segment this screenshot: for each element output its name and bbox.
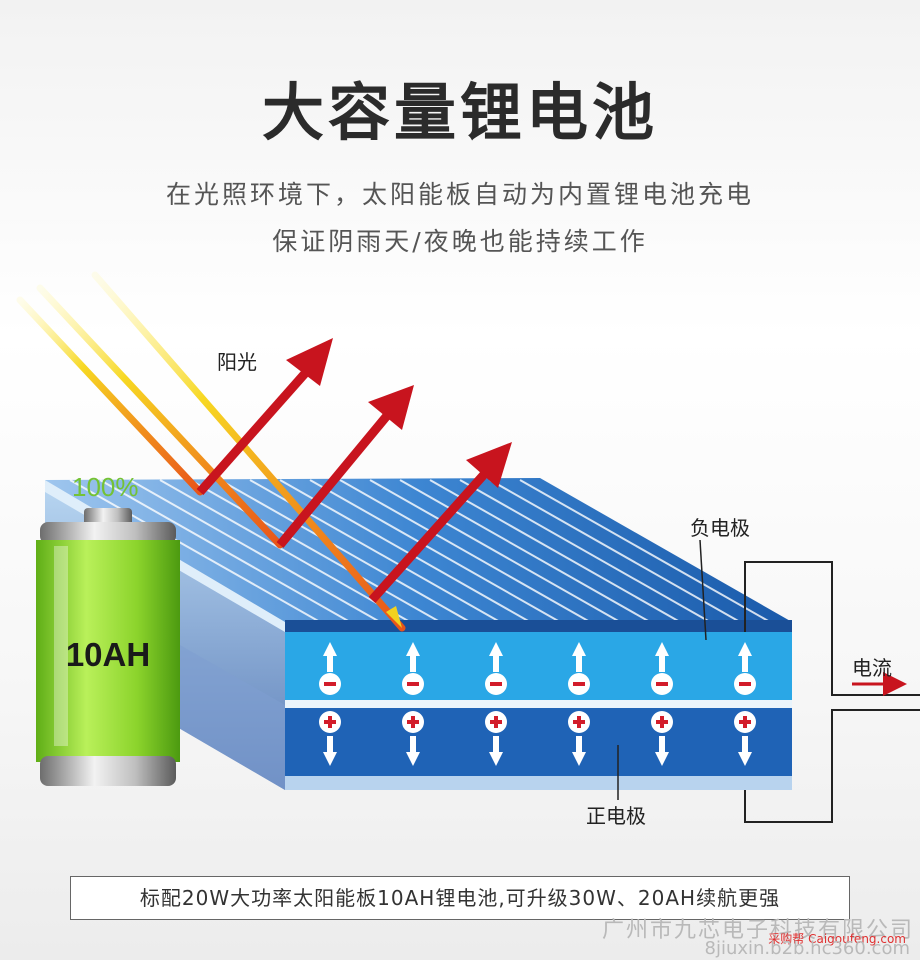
hole-down-arrow — [323, 736, 337, 766]
circuit-wires — [744, 561, 920, 823]
negative-layer — [285, 632, 792, 700]
battery-capacity: 10AH — [65, 636, 151, 673]
plus-sign — [490, 716, 502, 728]
hole-down-arrow — [655, 736, 669, 766]
footer-note: 标配20W大功率太阳能板10AH锂电池,可升级30W、20AH续航更强 — [70, 876, 850, 920]
current-label: 电流 — [852, 656, 892, 680]
watermark-site: 8jiuxin.b2b.hc360.com — [704, 938, 911, 959]
sunlight-label: 阳光 — [217, 350, 257, 374]
minus-sign — [324, 682, 336, 686]
hole-down-arrow — [489, 736, 503, 766]
electron-up-arrow — [738, 642, 752, 672]
subtitle-line-1: 在光照环境下，太阳能板自动为内置锂电池充电 — [165, 180, 754, 209]
minus-sign — [490, 682, 502, 686]
hole-down-arrow — [572, 736, 586, 766]
plus-sign — [739, 716, 751, 728]
positive-layer — [285, 708, 792, 776]
watermark-company: 广州市九芯电子科技有限公司 — [601, 918, 914, 943]
hole-down-arrow — [406, 736, 420, 766]
plus-sign — [656, 716, 668, 728]
plus-sign — [324, 716, 336, 728]
subtitle-line-2: 保证阴雨天/夜晚也能持续工作 — [272, 227, 648, 256]
electron-up-arrow — [572, 642, 586, 672]
hole-down-arrow — [738, 736, 752, 766]
minus-sign — [573, 682, 585, 686]
positive-electrode-label: 正电极 — [586, 804, 646, 828]
battery-percent: 100% — [72, 472, 139, 502]
minus-sign — [739, 682, 751, 686]
electron-up-arrow — [406, 642, 420, 672]
minus-sign — [656, 682, 668, 686]
minus-sign — [407, 682, 419, 686]
battery-icon — [36, 508, 180, 786]
plus-sign — [573, 716, 585, 728]
sunlight-beams — [16, 271, 406, 632]
electron-up-arrow — [489, 642, 503, 672]
electron-up-arrow — [323, 642, 337, 672]
electron-up-arrow — [655, 642, 669, 672]
panel-grid-lines — [69, 479, 771, 623]
negative-electrode-label: 负电极 — [690, 516, 750, 540]
reflected-arrows — [196, 367, 492, 603]
page-title: 大容量锂电池 — [261, 76, 658, 149]
plus-sign — [407, 716, 419, 728]
watermark-brand: 采购帮 Caigoufeng.com — [768, 932, 906, 946]
